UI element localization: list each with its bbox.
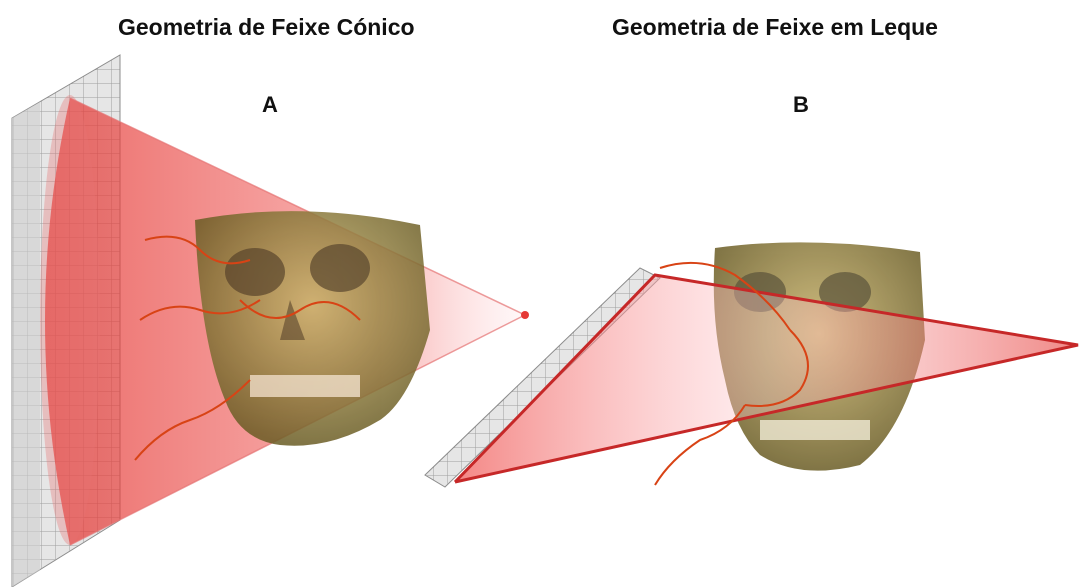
xray-source-icon [521, 311, 529, 319]
skull-icon [195, 211, 430, 446]
